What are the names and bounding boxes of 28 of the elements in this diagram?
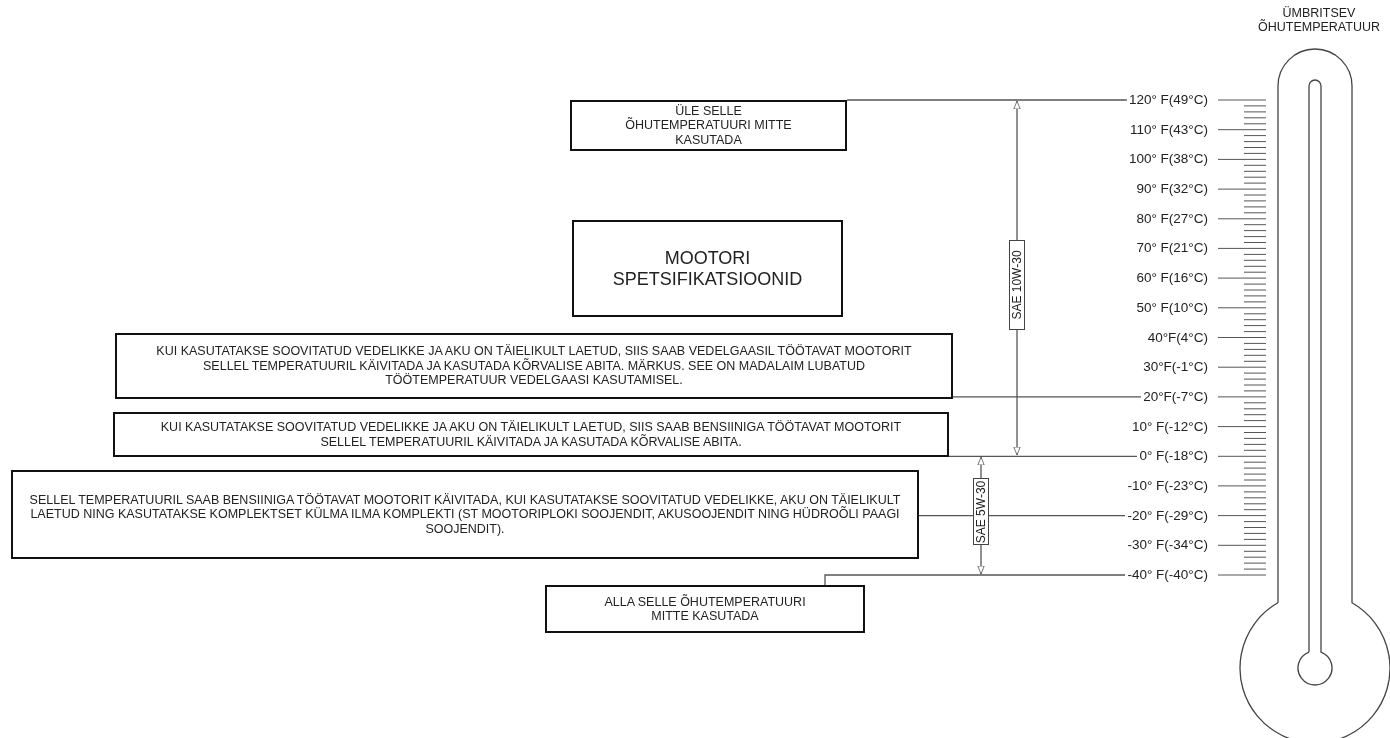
note-box: KUI KASUTATAKSE SOOVITATUD VEDELIKKE JA AKU ON TÄIELIKULT LAETUD, SIIS SAAB VEDELGAASIL TÖÖTAVAT MOOTORIT SELLEL TEMPERATUURIL KÄIVITADA JA KASUTADA KÕRVALISE ABITA. MÄRKUS. SEE ON MADALAIM LUBATUD TÖÖTEMPERATUUR VEDELGAASI KASUTAMISEL.	[115, 333, 953, 399]
warning-box: ÜLE SELLE ÕHUTEMPERATUURI MITTE KASUTADA	[570, 100, 847, 151]
temperature-label: 0° F(-18°C)	[1137, 448, 1210, 465]
temperature-label: 80° F(27°C)	[1136, 210, 1208, 227]
temperature-label: 10° F(-12°C)	[1131, 418, 1208, 435]
temperature-label: 40°F(4°C)	[1147, 329, 1208, 346]
temperature-label: 70° F(21°C)	[1136, 240, 1208, 257]
temperature-label: -30° F(-34°C)	[1127, 537, 1208, 554]
temperature-label: 90° F(32°C)	[1136, 181, 1208, 198]
temperature-label: 60° F(16°C)	[1136, 270, 1208, 287]
heading-box: MOOTORI SPETSIFIKATSIOONID	[572, 220, 843, 317]
leader-line	[948, 455, 1139, 457]
leader-line	[952, 396, 1142, 398]
temperature-label: 100° F(38°C)	[1128, 151, 1208, 168]
leader-line	[846, 99, 1128, 101]
oil-grade-tag: SAE 10W-30	[1009, 240, 1025, 330]
note-box: SELLEL TEMPERATUURIL SAAB BENSIINIGA TÖÖTAVAT MOOTORIT KÄIVITADA, KUI KASUTATAKSE SOOVITATUD VEDELIKKE, AKU ON TÄIELIKULT LAETUD NING KASUTATAKSE KOMPLEKTSET KÜLMA ILMA KOMPLEKTI (ST MOOTORIPLOKI SOOJENDIT, AKUSOOJENDIT NING HÜDROÕLI PAAGI SOOJENDIT).	[11, 470, 919, 559]
temperature-label: 50° F(10°C)	[1136, 299, 1208, 316]
leader-line	[824, 574, 1127, 586]
temperature-label: -40° F(-40°C)	[1125, 567, 1210, 584]
warning-box: ALLA SELLE ÕHUTEMPERATUURI MITTE KASUTADA	[545, 585, 865, 633]
temperature-label: 30°F(-1°C)	[1143, 359, 1208, 376]
leader-line	[918, 515, 1127, 517]
thermometer-title: ÜMBRITSEV ÕHUTEMPERATUUR	[1257, 6, 1381, 34]
oil-grade-tag: SAE 5W-30	[973, 478, 989, 545]
temperature-label: -10° F(-23°C)	[1127, 477, 1208, 494]
temperature-label: 110° F(43°C)	[1129, 121, 1208, 138]
note-box: KUI KASUTATAKSE SOOVITATUD VEDELIKKE JA AKU ON TÄIELIKULT LAETUD, SIIS SAAB BENSIINIGA TÖÖTAVAT MOOTORIT SELLEL TEMPERATUURIL KÄIVITADA JA KASUTADA KÕRVALISE ABITA.	[113, 412, 949, 457]
